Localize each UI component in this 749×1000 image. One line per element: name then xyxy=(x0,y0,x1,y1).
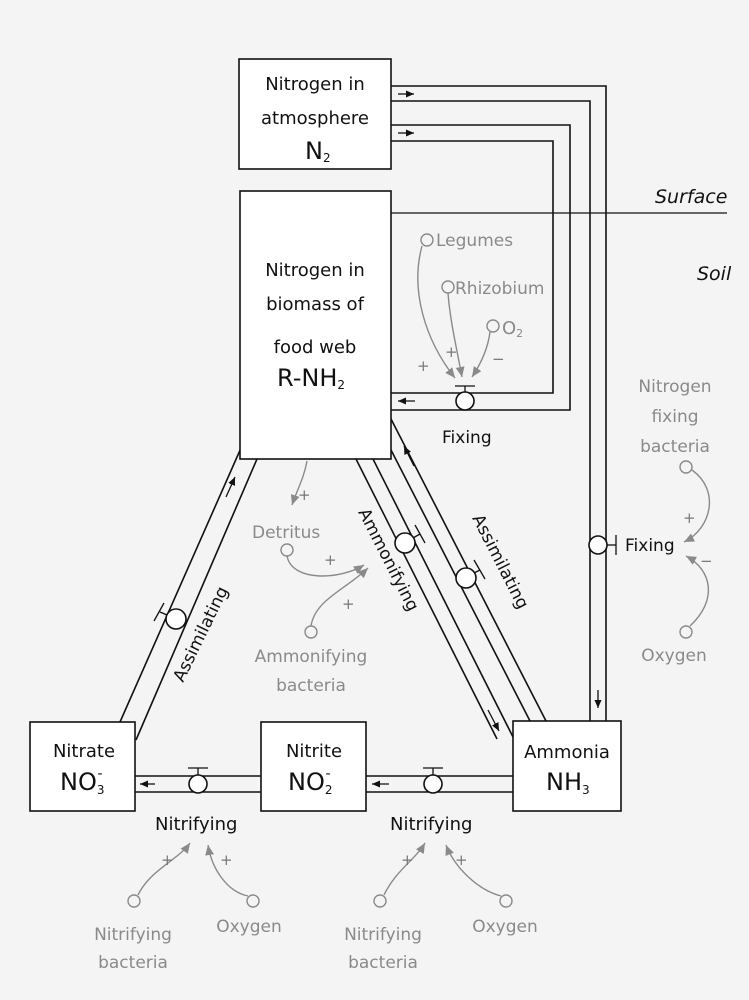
detritus-label: Detritus xyxy=(252,523,320,543)
nitrifying-label-right: Nitrifying xyxy=(390,814,472,835)
surface-label: Surface xyxy=(655,186,727,208)
influence-nitrogen-fixing-bacteria: Nitrogen fixing bacteria xyxy=(638,377,712,543)
oxygen-right-bottom-label: Oxygen xyxy=(472,917,538,937)
assimilating-label-nitrate: Assimilating xyxy=(170,583,233,685)
atmosphere-to-biomass-pipe xyxy=(391,124,571,411)
nitrifying-label-left: Nitrifying xyxy=(155,814,237,835)
ammonifying-pipe xyxy=(355,458,515,740)
atmosphere-to-ammonia-pipe xyxy=(391,85,607,721)
sign-rhizobium: + xyxy=(445,343,458,361)
fixing-valve-ammonia xyxy=(588,535,617,555)
assimilating-nitrate-pipe xyxy=(119,447,258,741)
nitrate-formula: NO3- xyxy=(60,766,104,797)
fixing-label-ammonia: Fixing xyxy=(625,536,675,556)
influence-oxygen-right: Oxygen xyxy=(641,555,709,666)
atmosphere-formula-main: N xyxy=(305,137,323,165)
sign-nfix: + xyxy=(683,509,696,527)
biomass-line2: biomass of xyxy=(266,294,364,315)
ammonia-formula-sub: 3 xyxy=(582,783,590,797)
stock-nitrite: Nitrite NO2- xyxy=(260,721,367,812)
nitrate-formula-main: NO xyxy=(60,768,97,796)
sign-oxygen-left: + xyxy=(220,851,233,869)
stock-biomass: Nitrogen in biomass of food web R-NH2 xyxy=(239,190,392,460)
influence-nitrifying-bacteria-right: Nitrifying bacteria xyxy=(344,842,426,973)
biomass-formula-main: R-NH xyxy=(277,364,337,392)
nitrite-formula-sup: - xyxy=(325,766,330,782)
fixing-label-biomass: Fixing xyxy=(442,428,492,448)
atmosphere-line1: Nitrogen in xyxy=(265,74,365,95)
biomass-line3: food web xyxy=(274,337,357,358)
nitrite-formula-main: NO xyxy=(288,768,325,796)
biomass-formula-sub: 2 xyxy=(337,378,345,392)
nitr-bact-right-line1: Nitrifying xyxy=(344,925,422,945)
soil-label: Soil xyxy=(697,263,732,285)
influence-detritus: Detritus xyxy=(252,460,365,577)
fixing-valve-biomass xyxy=(455,385,475,411)
ammonifying-valve xyxy=(394,524,426,554)
stock-atmosphere: Nitrogen in atmosphere N2 xyxy=(238,58,392,170)
sign-legumes: + xyxy=(417,357,430,375)
rhizobium-label: Rhizobium xyxy=(455,279,544,299)
nfix-line3: bacteria xyxy=(640,437,710,457)
nitrate-formula-sup: - xyxy=(97,766,102,782)
atmosphere-line2: atmosphere xyxy=(261,108,369,129)
sign-nitr-bact-left: + xyxy=(161,851,174,869)
nitr-bact-left-line1: Nitrifying xyxy=(94,925,172,945)
assimilating-label-ammonia: Assimilating xyxy=(468,511,533,612)
nitrifying-valve-right xyxy=(423,767,443,794)
influence-o2: O2 xyxy=(471,318,523,378)
ammon-bact-line2: bacteria xyxy=(276,676,346,696)
atmosphere-formula-sub: 2 xyxy=(323,151,331,165)
nitrate-formula-sub: 3 xyxy=(97,783,105,797)
sign-ammon-bact: + xyxy=(342,595,355,613)
influence-oxygen-right-bottom: Oxygen xyxy=(445,844,538,937)
nfix-line1: Nitrogen xyxy=(638,377,711,397)
influence-oxygen-left: Oxygen xyxy=(205,844,282,937)
o2-label-sub: 2 xyxy=(516,327,523,340)
legumes-label: Legumes xyxy=(436,231,513,251)
biomass-formula: R-NH2 xyxy=(277,364,345,392)
stock-nitrate: Nitrate NO3- xyxy=(29,721,136,812)
influence-rhizobium: Rhizobium xyxy=(441,279,544,378)
nitrite-name: Nitrite xyxy=(286,741,342,762)
sign-biomass-detritus: + xyxy=(298,486,311,504)
sign-nitr-bact-right: + xyxy=(401,851,414,869)
o2-label-main: O xyxy=(502,318,516,339)
nitr-bact-left-line2: bacteria xyxy=(98,953,168,973)
oxygen-left-label: Oxygen xyxy=(216,917,282,937)
nitr-bact-right-line2: bacteria xyxy=(348,953,418,973)
sign-detritus: + xyxy=(324,551,337,569)
sign-oxygen-right: − xyxy=(700,552,713,570)
ammon-bact-line1: Ammonifying xyxy=(255,647,368,667)
biomass-line1: Nitrogen in xyxy=(265,260,365,281)
oxygen-right-label: Oxygen xyxy=(641,646,707,666)
sign-o2: − xyxy=(492,350,505,368)
stock-ammonia: Ammonia NH3 xyxy=(512,720,622,812)
ammonia-formula: NH3 xyxy=(546,768,590,797)
nitrifying-valve-left xyxy=(188,767,208,794)
atmosphere-formula: N2 xyxy=(305,137,331,165)
ammonia-to-nitrite-pipe xyxy=(366,775,513,793)
nitrite-formula: NO2- xyxy=(288,766,332,797)
influence-ammonifying-bacteria: Ammonifying bacteria xyxy=(255,567,369,696)
assimilating-nitrate-valve xyxy=(153,602,187,630)
nitrite-formula-sub: 2 xyxy=(325,783,333,797)
influence-legumes: Legumes xyxy=(417,231,513,379)
ammonia-name: Ammonia xyxy=(524,742,610,763)
influence-nitrifying-bacteria-left: Nitrifying bacteria xyxy=(94,842,191,973)
ammonia-formula-main: NH xyxy=(546,768,582,796)
sign-oxygen-right-bottom: + xyxy=(455,851,468,869)
nitrate-name: Nitrate xyxy=(53,741,115,762)
assimilating-ammonia-valve xyxy=(455,559,486,589)
o2-label: O2 xyxy=(502,318,523,340)
nfix-line2: fixing xyxy=(651,407,698,427)
